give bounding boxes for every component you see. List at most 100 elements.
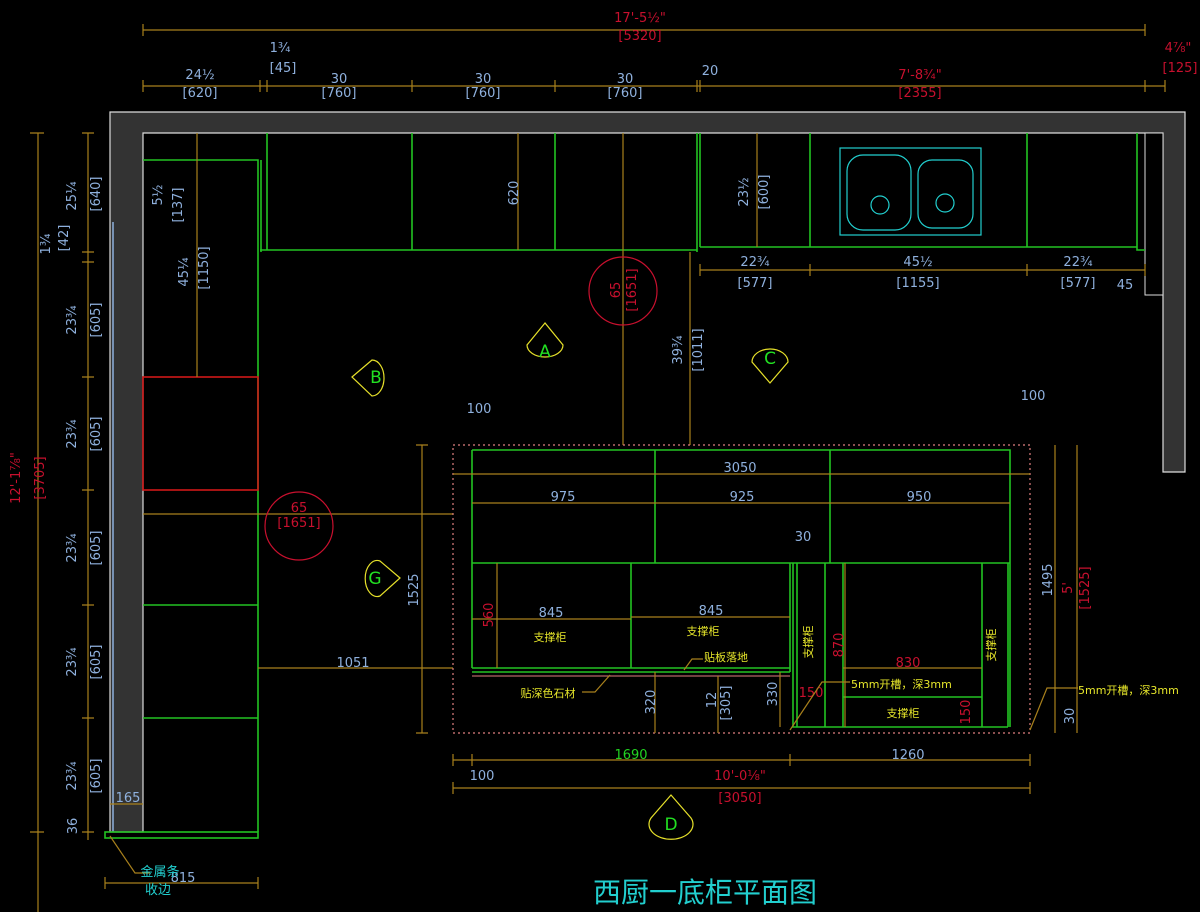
sink-icon (839, 147, 982, 236)
wall (109, 111, 1186, 833)
support-cabinet-label: 支撑柜 (801, 626, 815, 659)
svg-text:[605]: [605] (89, 531, 104, 566)
dim-label: 975 (551, 490, 576, 505)
dim-label: [760] (608, 86, 643, 101)
dim-label: [577] (738, 276, 773, 291)
dim-label: 165 (116, 791, 141, 806)
dim-label: 10'-0⅛" (714, 769, 766, 784)
dim-label: [600] (757, 175, 772, 210)
support-cabinet-label: 支撑柜 (534, 630, 567, 644)
segment-labels: 23¾ [605] 23¾ [605] 23¾ [605] 23¾ [605] … (65, 303, 104, 794)
svg-text:G: G (368, 569, 381, 589)
support-cabinet-label: 支撑柜 (687, 624, 720, 638)
dim-label: [1651] (277, 516, 320, 531)
svg-text:23¾: 23¾ (65, 761, 80, 791)
dim-label: [760] (466, 86, 501, 101)
dim-label: 45 (1117, 278, 1134, 293)
dim-label: 30 (617, 72, 634, 87)
dim-label: 30 (475, 72, 492, 87)
dim-label: 12'-1⅞" (9, 452, 24, 504)
dim-label: 65 (291, 501, 308, 516)
dim-label: 24½ (185, 68, 214, 83)
dim-label: 815 (171, 871, 196, 886)
dim-label: 100 (467, 402, 492, 417)
svg-text:C: C (764, 349, 776, 369)
dim-label: 23½ (737, 177, 752, 206)
dim-label: 65 (609, 282, 624, 299)
view-marker-b: B (351, 359, 385, 397)
svg-text:A: A (539, 342, 551, 362)
dim-label: [3705] (33, 456, 48, 499)
dim-label: 45¼ (177, 257, 192, 287)
dim-label: [640] (89, 177, 104, 212)
dim-label: 845 (699, 604, 724, 619)
dim-label: [1011] (691, 328, 706, 371)
drawing-title: 西厨一底柜平面图 (593, 876, 817, 909)
dim-label: 3050 (723, 461, 756, 476)
dim-label: [137] (171, 188, 186, 223)
dim-label: 36 (66, 818, 81, 835)
dim-label: 25¼ (65, 181, 80, 211)
dim-label: 845 (539, 606, 564, 621)
view-marker-c: C (751, 348, 789, 384)
overall-width-metric: [5320] (618, 29, 661, 44)
dim-label: [125] (1163, 61, 1198, 76)
dim-label: [1150] (197, 246, 212, 289)
svg-text:23¾: 23¾ (65, 533, 80, 563)
top-cabinet-run (260, 133, 1145, 252)
dim-label: 560 (482, 603, 497, 628)
dim-label: 950 (907, 490, 932, 505)
svg-text:23¾: 23¾ (65, 419, 80, 449)
dim-label: 620 (507, 181, 522, 206)
dim-label: 45½ (903, 255, 932, 270)
svg-text:23¾: 23¾ (65, 305, 80, 335)
dim-label: [305] (719, 686, 734, 721)
dim-label: 39¾ (671, 335, 686, 365)
svg-text:[605]: [605] (89, 645, 104, 680)
svg-text:D: D (664, 815, 677, 835)
svg-text:[605]: [605] (89, 417, 104, 452)
dim-label: 1690 (614, 748, 647, 763)
dim-label: [1525] (1078, 566, 1093, 609)
dim-label: 100 (470, 769, 495, 784)
view-marker-a: A (526, 322, 564, 362)
clearance-circle (588, 256, 658, 326)
dim-label: [2355] (898, 86, 941, 101)
dim-label: 925 (730, 490, 755, 505)
svg-text:[605]: [605] (89, 303, 104, 338)
dim-label: 30 (1063, 708, 1078, 725)
stone-note: 贴深色石材 (521, 686, 576, 700)
dim-label: 100 (1021, 389, 1046, 404)
dim-label: [577] (1061, 276, 1096, 291)
dim-label: 30 (795, 530, 812, 545)
overall-width-imperial: 17'-5½" (614, 11, 666, 26)
dim-label: [760] (322, 86, 357, 101)
dim-label: 5' (1061, 582, 1076, 594)
support-cabinet-label: 支撑柜 (887, 706, 920, 720)
dim-label: 12 (705, 692, 720, 709)
dim-label: 320 (644, 690, 659, 715)
island-outline (452, 444, 1031, 734)
svg-text:23¾: 23¾ (65, 647, 80, 677)
metal-strip-note: 金属条 (140, 864, 179, 880)
groove-note: 5mm开槽，深3mm (1078, 684, 1179, 697)
dim-label: 1051 (336, 656, 369, 671)
wall-notch (1144, 132, 1164, 296)
dim-label: 1¾ (270, 41, 291, 56)
top-dimensions (142, 24, 1166, 92)
dim-label: 1495 (1041, 563, 1056, 596)
dim-label: 830 (896, 656, 921, 671)
dim-label: [42] (57, 225, 72, 252)
dim-label: 22¾ (740, 255, 770, 270)
support-cabinet-label: 支撑柜 (984, 629, 998, 662)
dim-label: 1525 (407, 573, 422, 606)
left-cabinet-run (104, 159, 262, 839)
dim-label: 20 (702, 64, 719, 79)
dim-label: 7'-8¾" (898, 68, 941, 83)
dim-label: [3050] (718, 791, 761, 806)
dim-label: 22¾ (1063, 255, 1093, 270)
dim-label: [1155] (896, 276, 939, 291)
dim-label: 1260 (891, 748, 924, 763)
svg-text:B: B (370, 368, 382, 388)
